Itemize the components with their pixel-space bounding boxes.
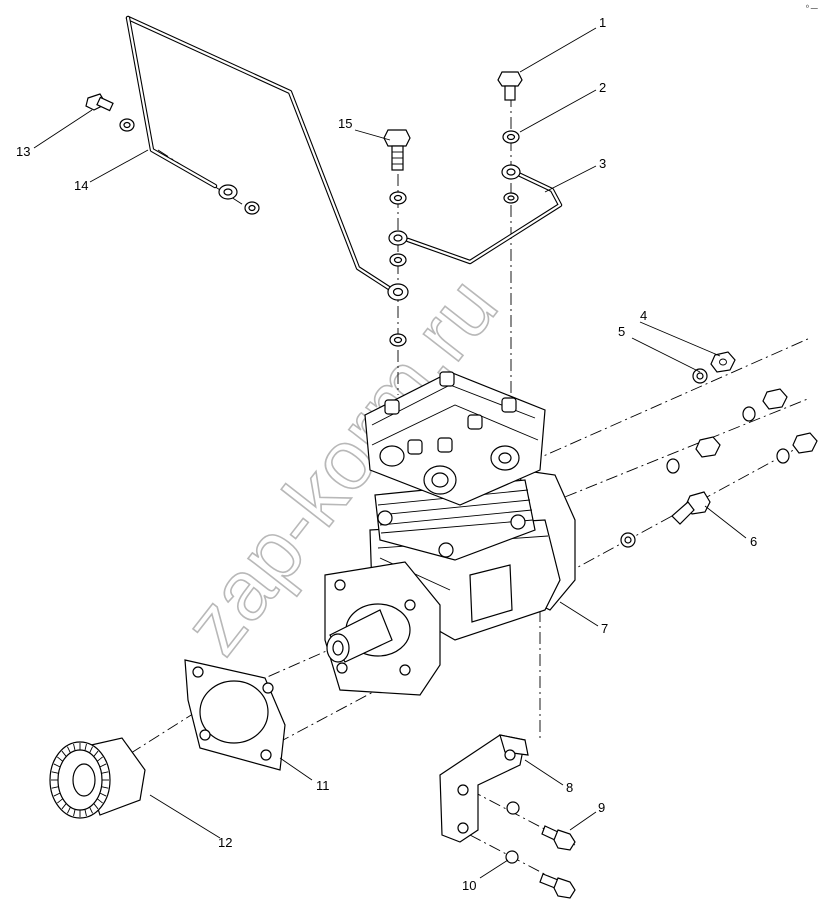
- callout-7: 7: [601, 621, 608, 636]
- callout-labels: 1 2 3 4 5 6 7 8 9 10 11 12 13 14 15: [16, 15, 757, 893]
- corner-mark: ⁰ —: [806, 4, 818, 12]
- gear-tooth: [53, 792, 61, 797]
- callout-1: 1: [599, 15, 606, 30]
- gear-tooth: [96, 756, 103, 762]
- callout-9: 9: [598, 800, 605, 815]
- part-10-bolt: [505, 850, 576, 899]
- gear-tooth: [96, 798, 103, 804]
- gear-tooth: [73, 809, 76, 817]
- leader-lines: [33, 27, 747, 879]
- gear-tooth: [99, 763, 107, 768]
- gear-tooth: [73, 743, 76, 751]
- gear-tooth: [57, 798, 64, 804]
- right-nuts-and-washers: [620, 388, 818, 548]
- part-9-bolt: [506, 801, 576, 851]
- gear-tooth: [99, 792, 107, 797]
- gear-tooth: [61, 750, 67, 757]
- callout-5: 5: [618, 324, 625, 339]
- callout-11: 11: [316, 778, 330, 793]
- part-7-compressor: [324, 371, 576, 696]
- callout-10: 10: [462, 878, 476, 893]
- part-11-gasket: [184, 659, 286, 771]
- part-8-bracket: [439, 734, 529, 843]
- part-13-banjo-bolt: [85, 93, 135, 132]
- part-3-short-tube: [388, 164, 563, 265]
- part-15-bolt: [383, 129, 411, 171]
- callout-15: 15: [338, 116, 352, 131]
- callout-2: 2: [599, 80, 606, 95]
- callout-3: 3: [599, 156, 606, 171]
- gear-tooth: [53, 763, 61, 768]
- callout-12: 12: [218, 835, 232, 850]
- gear-tooth: [84, 743, 87, 751]
- gear-tooth: [89, 746, 93, 754]
- part-1-bolt: [497, 71, 523, 101]
- gear-tooth: [67, 746, 71, 754]
- stack-washers: [389, 191, 407, 347]
- part-6-bolt: [671, 491, 711, 525]
- callout-4: 4: [640, 308, 647, 323]
- callout-8: 8: [566, 780, 573, 795]
- callout-6: 6: [750, 534, 757, 549]
- callout-13: 13: [16, 144, 30, 159]
- part-12-gear: [49, 737, 146, 819]
- gear-tooth: [101, 786, 109, 789]
- part-14-bent-tube: [125, 15, 409, 301]
- gear-tooth: [84, 809, 87, 817]
- gear-tooth: [89, 806, 93, 814]
- part-2-washer: [502, 130, 520, 144]
- part-5-washer: [692, 368, 708, 384]
- gear-tooth: [67, 806, 71, 814]
- gear-tooth: [101, 771, 109, 774]
- callout-14: 14: [74, 178, 88, 193]
- gear-tooth: [57, 756, 64, 762]
- gear-tooth: [61, 803, 67, 810]
- gear-tooth: [93, 803, 99, 810]
- gear-tooth: [93, 750, 99, 757]
- gear-tooth: [51, 771, 59, 774]
- part-4-nut: [710, 351, 736, 373]
- gear-tooth: [51, 786, 59, 789]
